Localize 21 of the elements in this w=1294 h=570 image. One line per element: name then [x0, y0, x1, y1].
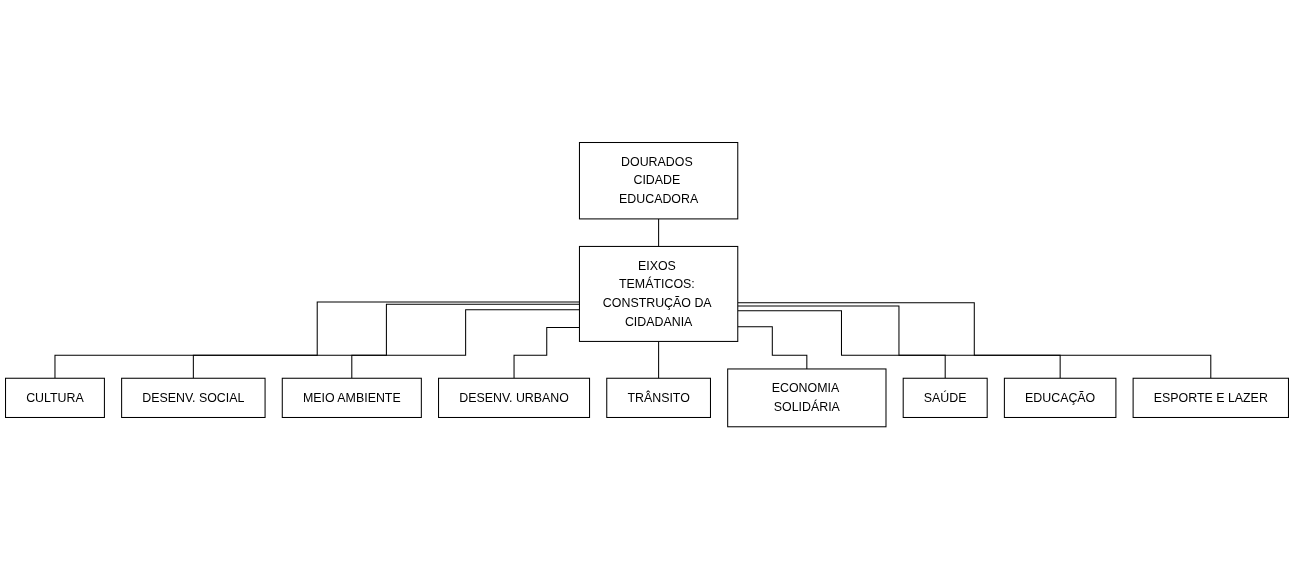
node-box: EDUCAÇÃO: [1003, 378, 1117, 419]
node-box: DESENV. SOCIAL: [121, 378, 266, 419]
connector: [351, 309, 580, 380]
connector: [658, 218, 660, 248]
node-box: TRÂNSITO: [606, 378, 711, 419]
node-box: CULTURA: [5, 378, 105, 419]
node-box: ECONOMIA SOLIDÁRIA: [727, 368, 887, 428]
connector: [737, 305, 1061, 380]
connector: [737, 326, 808, 370]
node-box: SAÚDE: [902, 378, 988, 419]
connector: [737, 310, 946, 380]
node-box: DESENV. URBANO: [438, 378, 591, 419]
node-box: MEIO AMBIENTE: [281, 378, 422, 419]
connector: [192, 304, 580, 380]
connector: [737, 302, 1212, 380]
connector: [513, 327, 580, 380]
node-box: ESPORTE E LAZER: [1132, 378, 1289, 419]
connector: [54, 301, 580, 380]
connector: [658, 341, 660, 380]
node-box: EIXOS TEMÁTICOS: CONSTRUÇÃO DA CIDADANIA: [578, 246, 739, 343]
node-box: DOURADOS CIDADE EDUCADORA: [578, 142, 739, 220]
